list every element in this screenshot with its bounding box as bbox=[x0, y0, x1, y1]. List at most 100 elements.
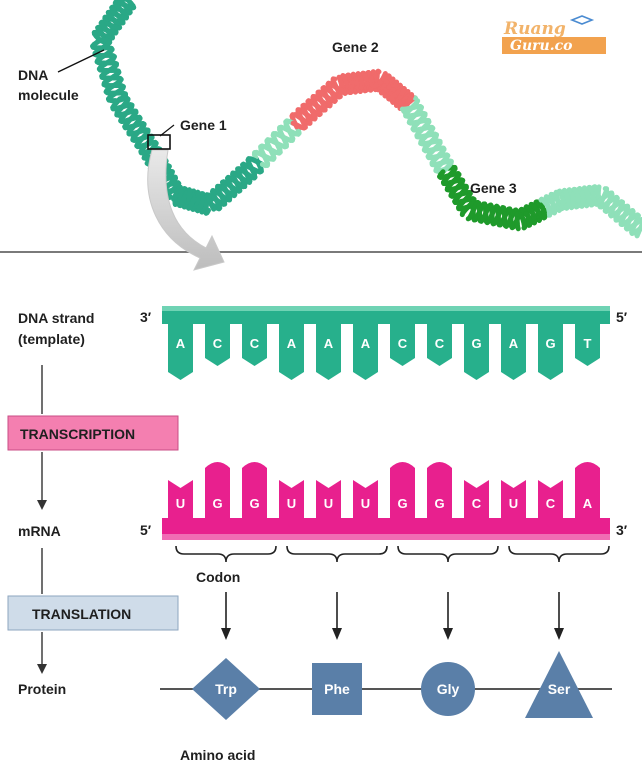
mrna-base-block bbox=[242, 462, 267, 520]
transcription-box bbox=[7, 415, 179, 451]
amino-acid-triangle bbox=[525, 651, 593, 718]
mrna-base-block bbox=[427, 462, 452, 520]
dna-base-block bbox=[168, 324, 193, 380]
dna-base-letter: T bbox=[584, 336, 592, 351]
transcription-label: TRANSCRIPTION bbox=[20, 426, 135, 442]
mrna-base-letter: U bbox=[287, 496, 296, 511]
mrna-5prime-label: 5′ bbox=[140, 522, 152, 538]
translation-label: TRANSLATION bbox=[32, 606, 131, 622]
dna-base-block bbox=[390, 324, 415, 366]
dna-base-block bbox=[464, 324, 489, 380]
dna-base-block bbox=[279, 324, 304, 380]
mrna-backbone-highlight bbox=[162, 534, 610, 540]
gene1-selection-box bbox=[147, 134, 171, 150]
dna-base-block bbox=[538, 324, 563, 380]
dna-base-letter: C bbox=[398, 336, 408, 351]
amino-acid-name: Phe bbox=[324, 681, 350, 697]
gene2-label: Gene 2 bbox=[332, 39, 379, 55]
mrna-base-block bbox=[168, 480, 193, 520]
mrna-base-block bbox=[501, 480, 526, 520]
dna-base-block bbox=[501, 324, 526, 380]
translation-arrowhead bbox=[554, 628, 564, 640]
dna-base-letter: A bbox=[287, 336, 297, 351]
flow-arrowhead-2 bbox=[37, 664, 47, 674]
dna-5prime-label: 5′ bbox=[616, 309, 628, 325]
dna-base-block bbox=[353, 324, 378, 380]
dna-base-block bbox=[205, 324, 230, 366]
dna-base-letter: A bbox=[361, 336, 371, 351]
dna-base-letter: G bbox=[545, 336, 555, 351]
mrna-base-letter: U bbox=[361, 496, 370, 511]
dna-strand-label-1: DNA strand bbox=[18, 310, 95, 326]
dna-base-letter: A bbox=[176, 336, 186, 351]
mrna-label: mRNA bbox=[18, 523, 61, 539]
codon-label: Codon bbox=[196, 569, 240, 585]
mrna-base-block bbox=[353, 480, 378, 520]
dna-base-block bbox=[575, 324, 600, 366]
translation-arrowhead bbox=[221, 628, 231, 640]
dna-base-letter: C bbox=[435, 336, 445, 351]
svg-text:Ruang: Ruang bbox=[503, 19, 566, 39]
dna-base-letter: C bbox=[250, 336, 260, 351]
amino-acid-name: Ser bbox=[548, 681, 571, 697]
gene1-label: Gene 1 bbox=[180, 117, 227, 133]
protein-label: Protein bbox=[18, 681, 66, 697]
codon-brace bbox=[508, 545, 610, 563]
mrna-base-block bbox=[390, 462, 415, 520]
svg-text:Guru.co: Guru.co bbox=[510, 38, 572, 54]
mrna-base-block bbox=[279, 480, 304, 520]
dna-pointer-line bbox=[57, 49, 105, 73]
gene3-label: Gene 3 bbox=[470, 180, 517, 196]
amino-acid-name: Trp bbox=[215, 681, 237, 697]
mrna-3prime-label: 3′ bbox=[616, 522, 628, 538]
codon-brace bbox=[175, 545, 277, 563]
helix-strand-segment bbox=[515, 224, 521, 232]
amino-acid-diamond bbox=[192, 658, 260, 720]
dna-base-letter: A bbox=[509, 336, 519, 351]
mrna-base-letter: G bbox=[397, 496, 407, 511]
dna-base-block bbox=[427, 324, 452, 366]
mrna-base-letter: G bbox=[434, 496, 444, 511]
codon-group bbox=[175, 545, 610, 640]
zoom-arrow bbox=[147, 149, 225, 271]
dna-base-block bbox=[316, 324, 341, 380]
amino-acid-label: Amino acid bbox=[180, 747, 255, 763]
mrna-base-block bbox=[538, 480, 563, 520]
helix-strand-segment bbox=[634, 230, 641, 239]
dna-base-letter: A bbox=[324, 336, 334, 351]
mrna-base-letter: G bbox=[212, 496, 222, 511]
dna-base-letter: C bbox=[213, 336, 223, 351]
dna-helix bbox=[90, 0, 642, 239]
mrna-base-block bbox=[316, 480, 341, 520]
dna-base-letter: G bbox=[471, 336, 481, 351]
dna-molecule-label-1: DNA bbox=[18, 67, 48, 83]
book-icon bbox=[569, 15, 595, 25]
codon-brace bbox=[397, 545, 499, 563]
dna-3prime-label: 3′ bbox=[140, 309, 152, 325]
dna-base-block bbox=[242, 324, 267, 366]
mrna-base-letter: C bbox=[546, 496, 556, 511]
mrna-base-letter: U bbox=[176, 496, 185, 511]
mrna-base-block bbox=[464, 480, 489, 520]
mrna-base-letter: G bbox=[249, 496, 259, 511]
flow-arrowhead-1 bbox=[37, 500, 47, 510]
gene1-pointer-line bbox=[159, 124, 175, 137]
mrna-base-letter: U bbox=[324, 496, 333, 511]
translation-arrowhead bbox=[443, 628, 453, 640]
helix-strand-segment bbox=[204, 207, 211, 216]
dna-backbone-highlight bbox=[162, 306, 610, 311]
mrna-base-letter: U bbox=[509, 496, 518, 511]
mrna-base-letter: A bbox=[583, 496, 593, 511]
amino-acid-name: Gly bbox=[437, 681, 460, 697]
mrna-base-letter: C bbox=[472, 496, 482, 511]
watermark-logo: Ruang Guru.co bbox=[502, 15, 606, 54]
translation-arrowhead bbox=[332, 628, 342, 640]
codon-brace bbox=[286, 545, 388, 563]
amino-acid-circle bbox=[421, 662, 475, 716]
dna-strand-label-2: (template) bbox=[18, 331, 85, 347]
dna-molecule-label-2: molecule bbox=[18, 87, 79, 103]
